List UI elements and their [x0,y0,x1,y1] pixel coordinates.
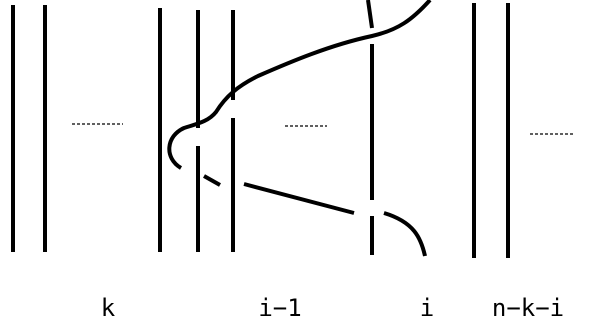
strand-group-i [366,0,374,255]
label-i-minus-1: i−1 [258,294,301,322]
crossing-strand-lower [243,182,355,215]
strand-group-i-minus-1 [158,8,327,252]
label-i: i [420,294,434,322]
crossing-strand-upper [167,0,432,170]
strand-group-k [11,5,123,252]
crossing-strand [167,0,432,257]
crossing-strand-tail [383,211,427,257]
label-n-minus-k-minus-i: n−k−i [492,294,564,322]
crossing-strand-dash [203,174,221,187]
label-k: k [101,294,116,322]
strand-group-n-minus-k-minus-i [472,3,575,258]
strand [366,0,374,29]
